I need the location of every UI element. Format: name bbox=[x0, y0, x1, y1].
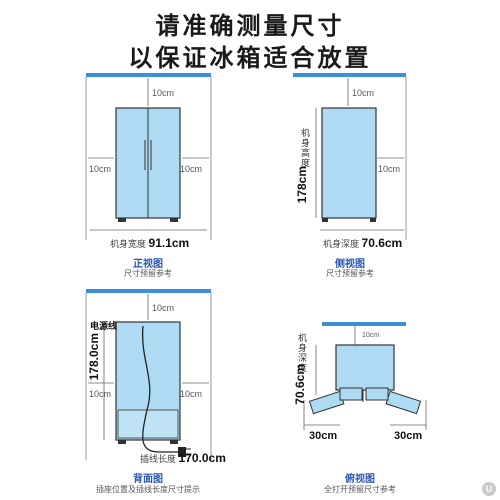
watermark-logo: U bbox=[482, 482, 496, 496]
side-height-label: 机身高度 bbox=[300, 128, 310, 168]
side-caption: 侧视图 bbox=[335, 259, 365, 270]
side-gap-right: 10cm bbox=[378, 164, 401, 174]
top-fridge-body bbox=[335, 344, 395, 391]
side-height-value: 178cm bbox=[295, 166, 309, 204]
side-fridge-body bbox=[321, 107, 377, 219]
back-height-value: 178.0cm bbox=[87, 333, 101, 381]
front-note: 尺寸预留参考 bbox=[124, 269, 172, 278]
side-view bbox=[293, 73, 407, 240]
top-door-right: 30cm bbox=[394, 430, 423, 442]
top-caption: 俯视图 bbox=[345, 474, 375, 485]
top-view bbox=[303, 322, 427, 430]
cord-length-value: 170.0cm bbox=[178, 451, 226, 465]
top-gap-top: 10cm bbox=[362, 332, 380, 339]
front-width-value: 91.1cm bbox=[148, 236, 190, 250]
side-depth-label: 机身深度 bbox=[323, 239, 360, 249]
back-note: 插座位置及插线长度尺寸提示 bbox=[96, 485, 200, 494]
title-line-2: 以保证冰箱适合放置 bbox=[128, 45, 372, 72]
front-gap-left: 10cm bbox=[89, 164, 112, 174]
title-line-1: 请准确测量尺寸 bbox=[155, 13, 345, 40]
back-gap-right: 10cm bbox=[180, 389, 203, 399]
right-door bbox=[385, 390, 422, 415]
power-cord bbox=[141, 325, 178, 453]
back-view bbox=[85, 289, 212, 460]
cord-length-label: 插线长度 bbox=[140, 454, 177, 464]
front-caption: 正视图 bbox=[133, 259, 163, 270]
back-gap-top: 10cm bbox=[152, 303, 175, 313]
top-note: 全打开预留尺寸参考 bbox=[324, 485, 396, 494]
side-depth-measure: 机身深度 70.6cm bbox=[323, 236, 402, 250]
front-width-measure: 机身宽度 91.1cm bbox=[110, 236, 189, 250]
top-wall-bar bbox=[322, 322, 406, 326]
plug bbox=[178, 447, 186, 457]
back-compressor bbox=[117, 409, 179, 439]
top-depth-value: 70.6cm bbox=[293, 364, 307, 405]
side-gap-top: 10cm bbox=[352, 88, 375, 98]
top-door-left: 30cm bbox=[309, 430, 338, 442]
left-door bbox=[308, 390, 345, 415]
top-depth-label: 机身深度 bbox=[297, 333, 307, 373]
side-wall-bar bbox=[293, 73, 406, 77]
back-caption: 背面图 bbox=[133, 474, 163, 485]
cord-label: 电源线 bbox=[90, 321, 118, 331]
front-wall-bar bbox=[86, 73, 211, 77]
back-gap-left: 10cm bbox=[89, 389, 112, 399]
back-wall-bar bbox=[86, 289, 211, 293]
cord-length-measure: 插线长度 170.0cm bbox=[140, 451, 226, 465]
front-gap-top: 10cm bbox=[152, 88, 175, 98]
front-width-label: 机身宽度 bbox=[110, 239, 147, 249]
side-depth-value: 70.6cm bbox=[361, 236, 403, 250]
side-note: 尺寸预留参考 bbox=[326, 269, 374, 278]
front-gap-right: 10cm bbox=[180, 164, 203, 174]
front-view bbox=[85, 73, 212, 240]
